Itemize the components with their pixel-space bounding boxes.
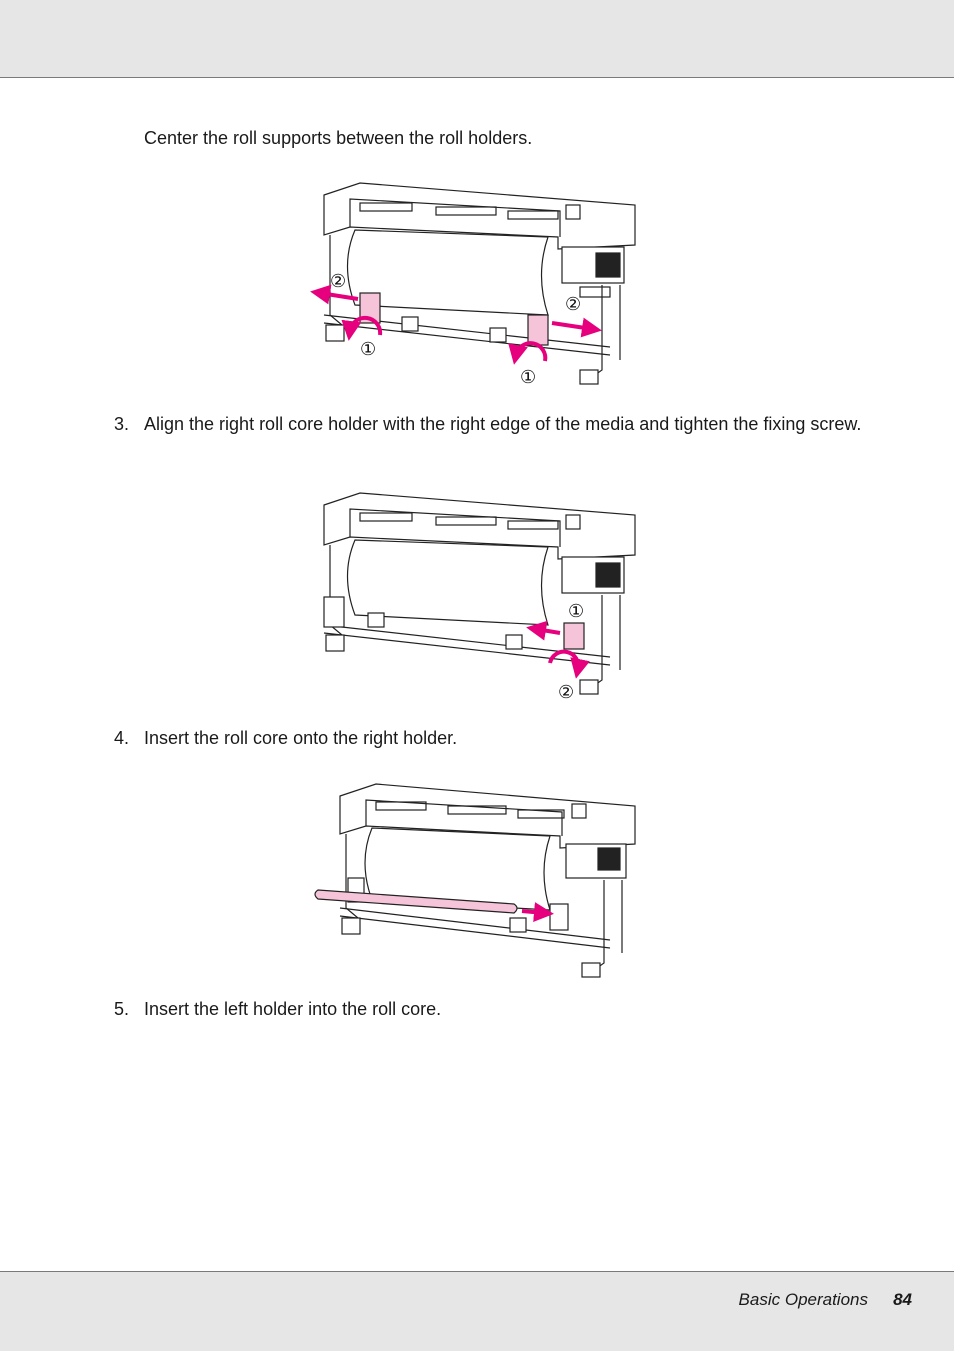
step-4-text: Insert the roll core onto the right hold… bbox=[144, 728, 458, 748]
figure1-label-1-left: ① bbox=[360, 339, 376, 360]
step-5-text: Insert the left holder into the roll cor… bbox=[144, 999, 442, 1019]
figure1-label-1-right: ① bbox=[520, 367, 536, 388]
figure2-label-2: ② bbox=[558, 682, 574, 700]
footer-section-title: Basic Operations bbox=[738, 1290, 868, 1309]
figure2-label-1: ① bbox=[568, 601, 584, 622]
step-4-number: 4. bbox=[114, 728, 130, 748]
figure-align-right-holder: ① ② bbox=[323, 492, 636, 700]
page-header-band bbox=[0, 0, 954, 78]
footer-page-number: 84 bbox=[893, 1290, 912, 1309]
intro-text: Center the roll supports between the rol… bbox=[144, 128, 533, 148]
figure-center-roll-supports: ② ② ① ① bbox=[310, 182, 636, 388]
figure1-label-2-right: ② bbox=[565, 294, 581, 315]
figure1-label-2-left: ② bbox=[330, 271, 346, 292]
figure-insert-roll-core bbox=[314, 783, 636, 978]
step-5-number: 5. bbox=[114, 999, 130, 1019]
step-3-number: 3. bbox=[114, 414, 130, 434]
step-3-text: Align the right roll core holder with th… bbox=[144, 414, 862, 434]
page-footer-band bbox=[0, 1271, 954, 1351]
